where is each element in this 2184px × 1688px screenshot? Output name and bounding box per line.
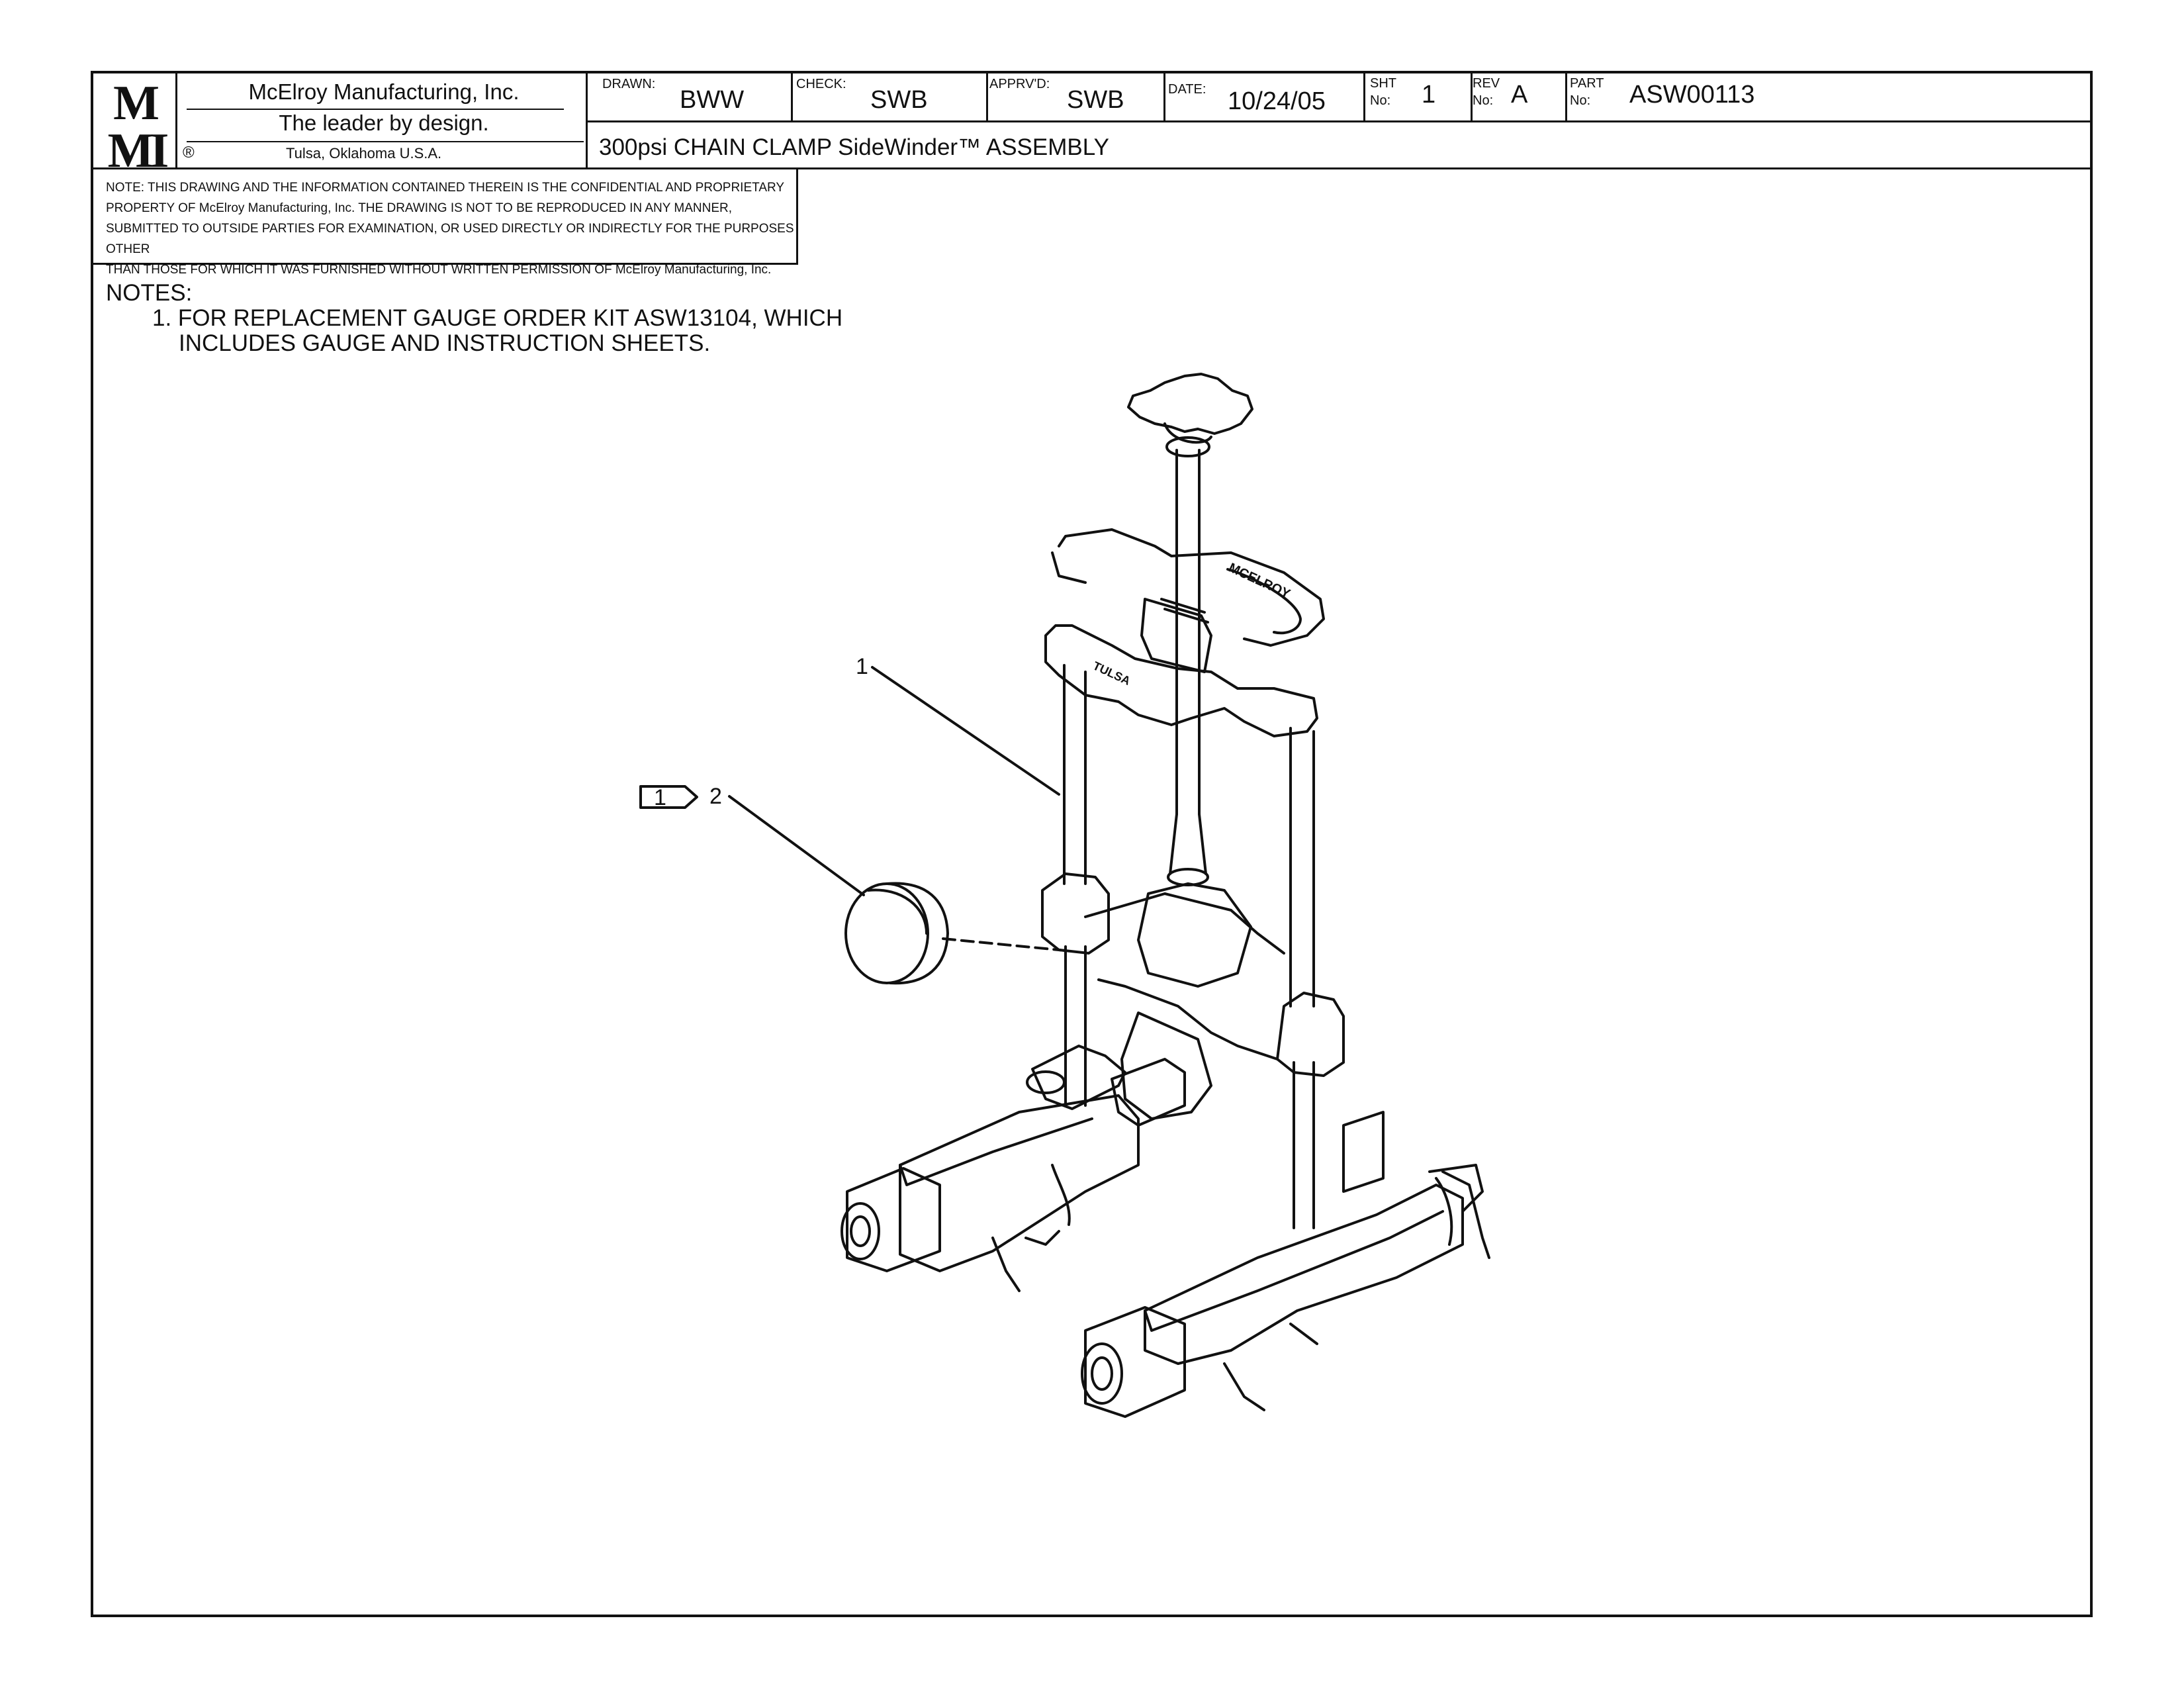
company-divider <box>586 71 588 169</box>
rev-value: A <box>1511 81 1528 109</box>
notice-line: THAN THOSE FOR WHICH IT WAS FURNISHED WI… <box>106 263 772 277</box>
date-sheet-divider <box>1363 71 1365 122</box>
drawn-label: DRAWN: <box>602 77 656 91</box>
mmi-logo: M MI <box>108 76 172 169</box>
note-flag-shape <box>639 785 698 809</box>
registered-mark: ® <box>183 144 195 162</box>
sheet-label-bottom: No: <box>1370 93 1391 108</box>
part-label-top: PART <box>1570 76 1604 91</box>
callout-item-1: 1 <box>856 654 868 679</box>
drawing-sheet-border <box>91 71 2093 1617</box>
company-location: Tulsa, Oklahoma U.S.A. <box>286 145 442 162</box>
title-row-divider <box>586 120 2093 122</box>
notice-box-right <box>796 169 798 264</box>
notice-line: SUBMITTED TO OUTSIDE PARTIES FOR EXAMINA… <box>106 222 794 256</box>
callout-item-2: 2 <box>709 784 722 809</box>
sheet-value: 1 <box>1422 81 1436 109</box>
rear-plate-and-chains <box>1051 1111 1490 1259</box>
check-label: CHECK: <box>796 77 846 91</box>
confidential-notice: NOTE: THIS DRAWING AND THE INFORMATION C… <box>106 177 794 280</box>
middle-carriage <box>1041 872 1345 1120</box>
date-label: DATE: <box>1168 82 1206 97</box>
notice-line: NOTE: THIS DRAWING AND THE INFORMATION C… <box>106 181 785 195</box>
sheet-rev-divider <box>1471 71 1473 122</box>
engraving-city: TULSA <box>1091 659 1132 687</box>
rev-part-divider <box>1565 71 1567 122</box>
part-label-bottom: No: <box>1570 93 1591 108</box>
company-slogan: The leader by design. <box>279 111 489 135</box>
note-item-1-line-2: INCLUDES GAUGE AND INSTRUCTION SHEETS. <box>179 330 711 356</box>
pressure-gauge <box>844 882 949 985</box>
notice-box-bottom <box>91 263 798 265</box>
logo-divider <box>175 71 177 169</box>
engraving-brand: MCELROY <box>1226 561 1293 602</box>
leader-line-item-2 <box>728 795 865 896</box>
approved-label: APPRV'D: <box>989 77 1050 91</box>
notes-section: NOTES: 1. FOR REPLACEMENT GAUGE ORDER KI… <box>106 281 842 356</box>
upper-frame <box>1044 528 1325 737</box>
left-base-bar <box>841 1094 1140 1292</box>
approved-value: SWB <box>1067 86 1124 114</box>
drawn-value: BWW <box>680 86 745 114</box>
title-block-bottom-line <box>91 167 2093 169</box>
rev-label-bottom: No: <box>1473 93 1494 108</box>
crank-handle <box>1026 1045 1186 1127</box>
gauge-hidden-line <box>942 937 1067 952</box>
date-value: 10/24/05 <box>1228 87 1326 115</box>
notice-line: PROPERTY OF McElroy Manufacturing, Inc. … <box>106 201 732 215</box>
sheet-label-top: SHT <box>1370 76 1396 91</box>
company-name: McElroy Manufacturing, Inc. <box>248 79 520 104</box>
drawing-title: 300psi CHAIN CLAMP SideWinder™ ASSEMBLY <box>599 134 1109 160</box>
notes-heading: NOTES: <box>106 280 193 306</box>
company-underline-2 <box>187 141 584 142</box>
check-value: SWB <box>870 86 928 114</box>
drawn-check-divider <box>791 71 793 122</box>
apprvd-date-divider <box>1163 71 1165 122</box>
svg-text:M: M <box>113 76 159 130</box>
note-item-1-line-1: 1. FOR REPLACEMENT GAUGE ORDER KIT ASW13… <box>152 305 843 331</box>
central-shaft <box>1167 449 1209 886</box>
note-flag-label: 1 <box>654 785 666 810</box>
svg-text:MI: MI <box>108 124 168 169</box>
star-knob <box>1127 373 1253 457</box>
guide-rods <box>1063 664 1315 1229</box>
right-base-bar <box>1081 1184 1464 1418</box>
part-number-value: ASW00113 <box>1629 81 1755 109</box>
leader-line-item-1 <box>871 666 1060 796</box>
company-underline-1 <box>187 109 564 110</box>
rev-label-top: REV <box>1473 76 1500 91</box>
check-apprvd-divider <box>986 71 988 122</box>
